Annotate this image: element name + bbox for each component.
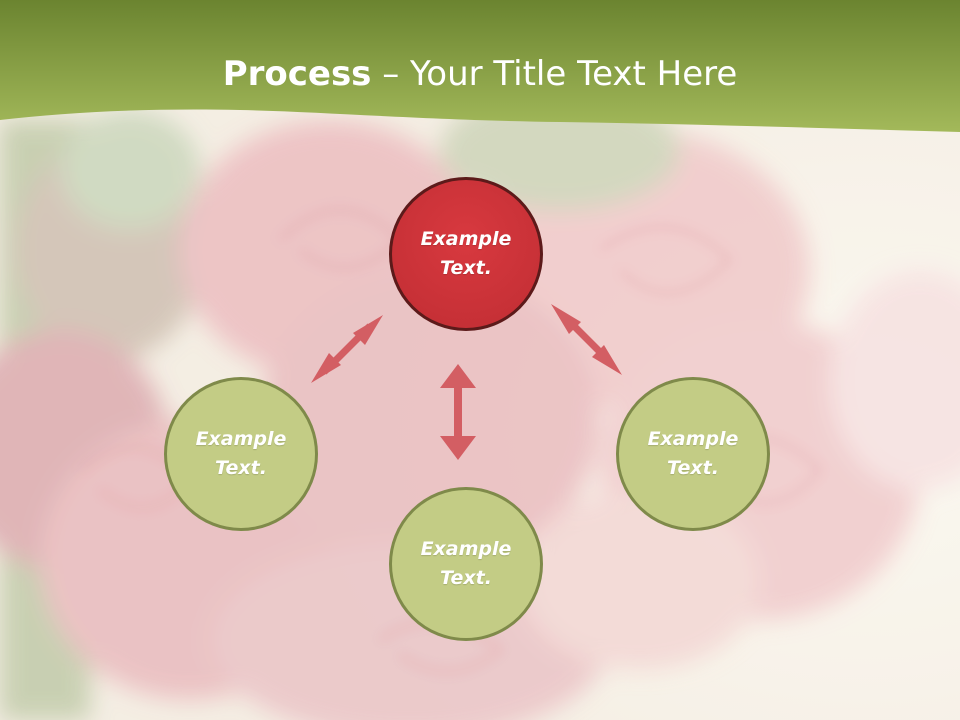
process-node-bottom[interactable]: Example Text. xyxy=(389,487,543,641)
double-arrow-upper-left xyxy=(311,315,383,383)
node-right-text: Example Text. xyxy=(647,428,739,479)
node-bottom-text: Example Text. xyxy=(420,538,512,589)
node-left-text: Example Text. xyxy=(195,428,287,479)
page-title: Process – Your Title Text Here xyxy=(0,52,960,96)
header-band xyxy=(0,0,960,132)
node-center-text: Example Text. xyxy=(420,228,512,279)
title-rest: – Your Title Text Here xyxy=(371,54,738,94)
double-arrow-upper-right xyxy=(551,304,622,375)
process-node-left[interactable]: Example Text. xyxy=(164,377,318,531)
title-bold: Process xyxy=(222,54,372,94)
double-arrow-vertical xyxy=(440,364,476,460)
process-node-center[interactable]: Example Text. xyxy=(389,177,543,331)
process-node-right[interactable]: Example Text. xyxy=(616,377,770,531)
